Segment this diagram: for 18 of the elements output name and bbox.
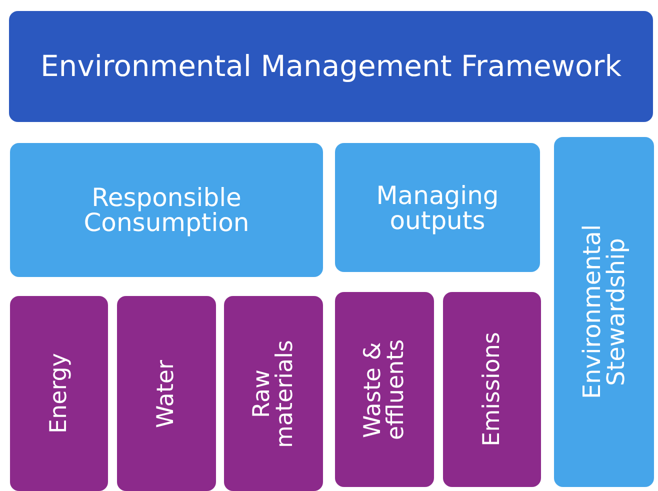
box-label: Water [155,360,178,428]
item-box [443,292,541,487]
box-label: Environmental Management Framework [40,52,622,81]
item-box [335,292,434,487]
category-box [335,143,540,272]
box-label: Waste & effluents [362,338,408,442]
box-label: Raw materials [250,338,296,450]
box-label: Responsible Consumption [82,185,250,235]
box-label: Emissions [480,332,504,447]
box-label: Energy [48,353,70,434]
item-box [117,296,216,491]
category-box [10,143,323,277]
box-label: Managing outputs [375,182,500,232]
box-label: Environmental Stewardship [580,224,628,402]
pillar-box [554,137,654,487]
item-box [10,296,108,491]
title-banner [9,11,653,122]
item-box [224,296,323,491]
